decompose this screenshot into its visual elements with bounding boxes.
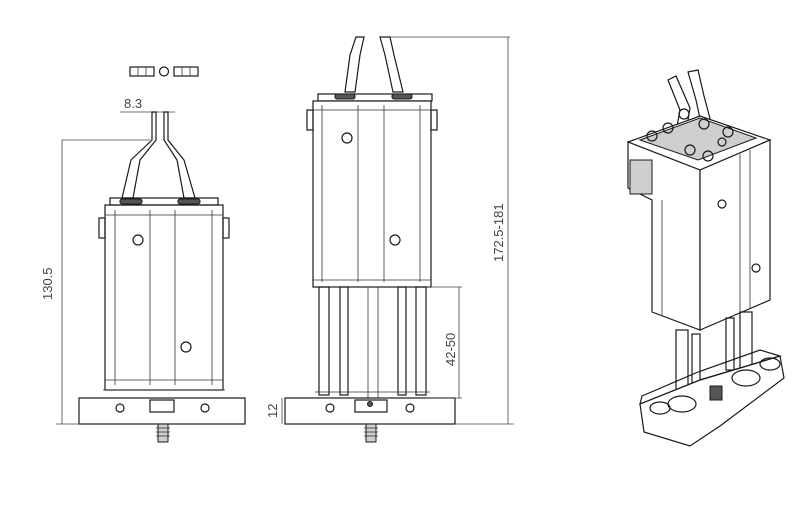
right-finger bbox=[163, 111, 196, 199]
left-finger bbox=[121, 111, 157, 199]
bottom-stud-extended bbox=[365, 423, 377, 443]
right-finger-extended bbox=[379, 36, 404, 93]
dimension-extended-height: 172.5-181 bbox=[390, 36, 514, 425]
iso-right-face bbox=[699, 139, 771, 331]
front-view-extended: 172.5-181 42-50 12 bbox=[265, 36, 514, 443]
dimension-finger-width: 8.3 bbox=[120, 96, 175, 113]
cylinder-body-extended bbox=[312, 100, 432, 288]
dim-8-3-label: 8.3 bbox=[124, 96, 142, 111]
iso-stud bbox=[709, 385, 723, 401]
cylinder-body bbox=[104, 204, 224, 391]
dim-12-label: 12 bbox=[265, 404, 280, 418]
dimension-base-height: 12 bbox=[265, 398, 283, 424]
iso-base bbox=[639, 355, 785, 447]
isometric-view bbox=[626, 69, 785, 447]
front-view-retracted: 8.3 130.5 bbox=[40, 66, 246, 443]
dimension-overall-height: 130.5 bbox=[40, 139, 150, 425]
dim-172-5-181-label: 172.5-181 bbox=[491, 203, 506, 262]
jaw-symbol bbox=[129, 66, 199, 77]
base-plate bbox=[78, 397, 246, 425]
dimension-stroke: 42-50 bbox=[426, 286, 462, 399]
dim-130-5-label: 130.5 bbox=[40, 267, 55, 300]
left-finger-extended bbox=[344, 36, 365, 93]
dim-42-50-label: 42-50 bbox=[443, 333, 458, 366]
bottom-stud bbox=[157, 423, 169, 443]
